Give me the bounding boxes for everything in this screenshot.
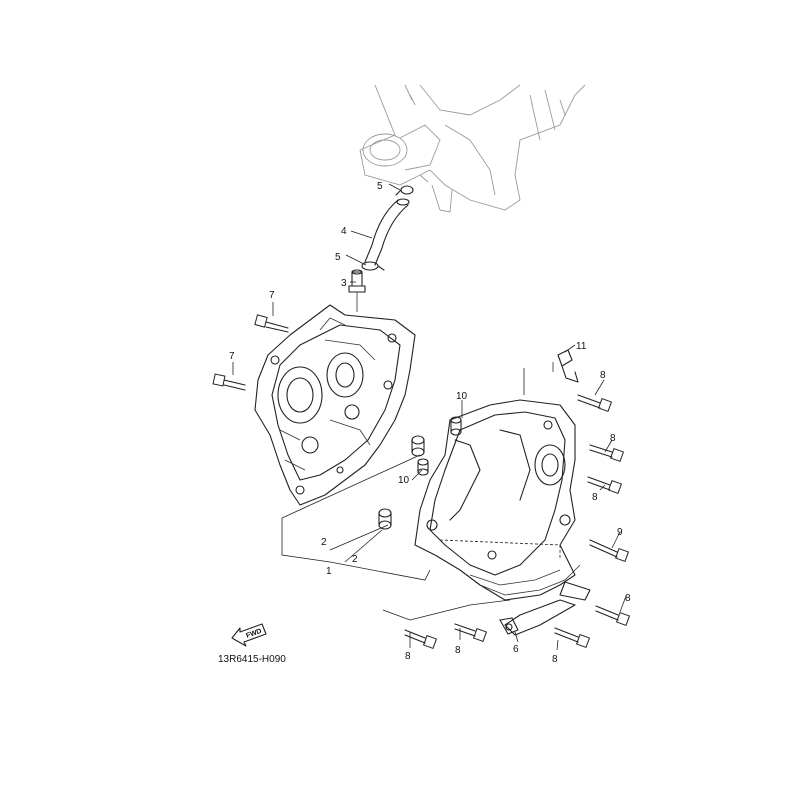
hose-clip-lower — [361, 261, 385, 271]
callout-6: 6 — [513, 644, 519, 655]
bolt-8-right-1 — [589, 444, 625, 463]
crankcase-right-half — [414, 399, 581, 601]
callout-8: 8 — [600, 370, 606, 381]
callout-10: 10 — [456, 391, 468, 402]
dowel-pin-lower — [378, 508, 392, 530]
callout-7: 7 — [269, 290, 275, 301]
callout-10: 10 — [398, 475, 410, 486]
clamp-bracket-11 — [552, 349, 579, 383]
callout-4: 4 — [341, 226, 347, 237]
bolt-8-bottom-3 — [554, 627, 591, 649]
breather-pipe-fitting — [348, 269, 366, 312]
callouts: 1 2 2 3 4 5 5 6 7 7 8 8 8 8 8 8 8 9 10 1… — [229, 181, 631, 665]
bolt-8-bottom-2 — [454, 623, 488, 643]
dowel-10-lower — [417, 458, 429, 476]
callout-8: 8 — [610, 433, 616, 444]
bolt-8-lower-right — [595, 605, 631, 627]
callout-1: 1 — [326, 566, 332, 577]
callout-8: 8 — [552, 654, 558, 665]
callout-2: 2 — [352, 554, 358, 565]
crankcase-left-half — [254, 304, 416, 506]
airbox-ghost-outline — [359, 84, 586, 213]
strainer-cover-bracket — [499, 581, 591, 636]
diagram-code: 13R6415-H090 — [218, 654, 286, 665]
callout-8: 8 — [625, 593, 631, 604]
hose-clip-upper — [395, 185, 414, 196]
bolt-9-long — [589, 539, 630, 563]
callout-8: 8 — [592, 492, 598, 503]
callout-5: 5 — [377, 181, 383, 192]
bolt-7-lower — [212, 373, 246, 391]
bolt-7-upper — [254, 314, 289, 333]
leader-lines — [232, 183, 627, 651]
callout-9: 9 — [617, 527, 623, 538]
dowel-10-upper — [450, 416, 462, 436]
dowel-pin-upper — [411, 435, 425, 457]
fwd-direction-arrow: FWD — [231, 623, 267, 647]
callout-8: 8 — [455, 645, 461, 656]
callout-11: 11 — [576, 341, 587, 352]
callout-2: 2 — [321, 537, 327, 548]
callout-3: 3 — [341, 278, 347, 289]
callout-5: 5 — [335, 252, 341, 263]
bolt-8-bottom-1 — [404, 629, 438, 650]
bolt-8-right-2 — [587, 476, 623, 495]
callout-7: 7 — [229, 351, 235, 362]
callout-8: 8 — [405, 651, 411, 662]
breather-hose — [364, 198, 410, 266]
bolt-8-top-right — [577, 394, 613, 413]
